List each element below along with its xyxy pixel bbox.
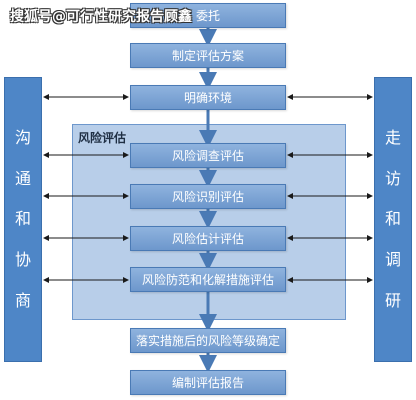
step-risk-prevention: 风险防范和化解措施评估 bbox=[130, 267, 286, 292]
right-bar-char: 研 bbox=[384, 290, 401, 310]
right-side-bar-research: 走 访 和 调 研 bbox=[374, 77, 412, 362]
left-side-bar-communication: 沟 通 和 协 商 bbox=[4, 77, 42, 362]
right-bar-char: 和 bbox=[384, 209, 401, 229]
step-entrust: 委托 bbox=[130, 3, 286, 28]
left-bar-char: 商 bbox=[14, 290, 31, 310]
left-bar-char: 沟 bbox=[14, 128, 31, 148]
step-risk-level: 落实措施后的风险等级确定 bbox=[130, 328, 286, 353]
side-connectors bbox=[43, 94, 373, 283]
step-compile-report: 编制评估报告 bbox=[130, 370, 286, 395]
step-clarify-environment: 明确环境 bbox=[130, 85, 286, 110]
right-bar-char: 访 bbox=[384, 168, 401, 188]
risk-group-title: 风险评估 bbox=[78, 131, 127, 145]
left-bar-char: 通 bbox=[14, 168, 31, 188]
step-formulate-plan: 制定评估方案 bbox=[130, 43, 286, 68]
watermark-text: 搜狐号@可行性研究报告顾鑫 bbox=[10, 9, 192, 25]
left-bar-char: 和 bbox=[14, 209, 31, 229]
step-risk-investigation: 风险调查评估 bbox=[130, 143, 286, 168]
right-bar-char: 调 bbox=[384, 250, 401, 270]
left-bar-char: 协 bbox=[14, 250, 31, 270]
step-risk-identification: 风险识别评估 bbox=[130, 184, 286, 209]
step-risk-estimation: 风险估计评估 bbox=[130, 226, 286, 251]
right-bar-char: 走 bbox=[384, 128, 401, 148]
